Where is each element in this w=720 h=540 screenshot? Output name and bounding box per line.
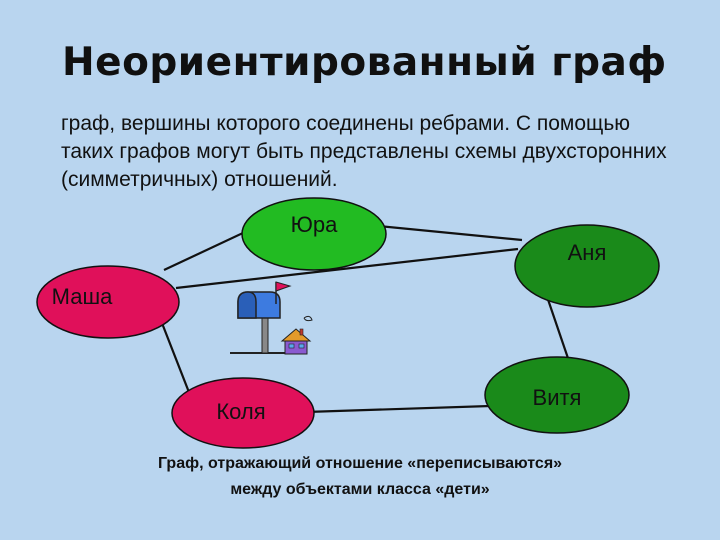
caption-line-2: между объектами класса «дети» [230,481,490,498]
node-kolya-label: Коля [216,399,265,424]
node-anya-label: Аня [568,240,607,265]
node-yura-label: Юра [291,212,338,237]
node-vitya-ellipse [484,356,630,434]
node-masha: Маша [36,265,180,339]
slide-title: Неориентированный граф [62,40,667,85]
edge-kolya-vitya [305,404,491,414]
caption-line-1: Граф, отражающий отношение «переписывают… [157,455,563,472]
title-dash: - [642,52,652,85]
node-vitya-label: Витя [533,385,582,410]
node-anya: Аня [514,224,660,308]
node-kolya-ellipse [171,377,315,449]
definition-text: граф, вершины которого соединены ребрами… [61,112,667,191]
node-vitya: Витя [484,356,630,434]
mailbox-clipart [230,281,313,354]
graph-edges [158,224,574,414]
edge-masha-kolya [158,317,194,401]
node-anya-ellipse [514,224,660,308]
node-kolya: Коля [171,377,315,449]
house-clipart [280,328,312,355]
diagram-caption: Граф, отражающий отношение «переписывают… [60,451,660,503]
node-yura: Юра [241,197,387,271]
node-masha-ellipse [36,265,180,339]
edge-masha-anya [175,247,519,290]
edge-yura-anya [377,224,523,242]
node-yura-ellipse [241,197,387,271]
node-masha-label: Маша [52,284,113,309]
